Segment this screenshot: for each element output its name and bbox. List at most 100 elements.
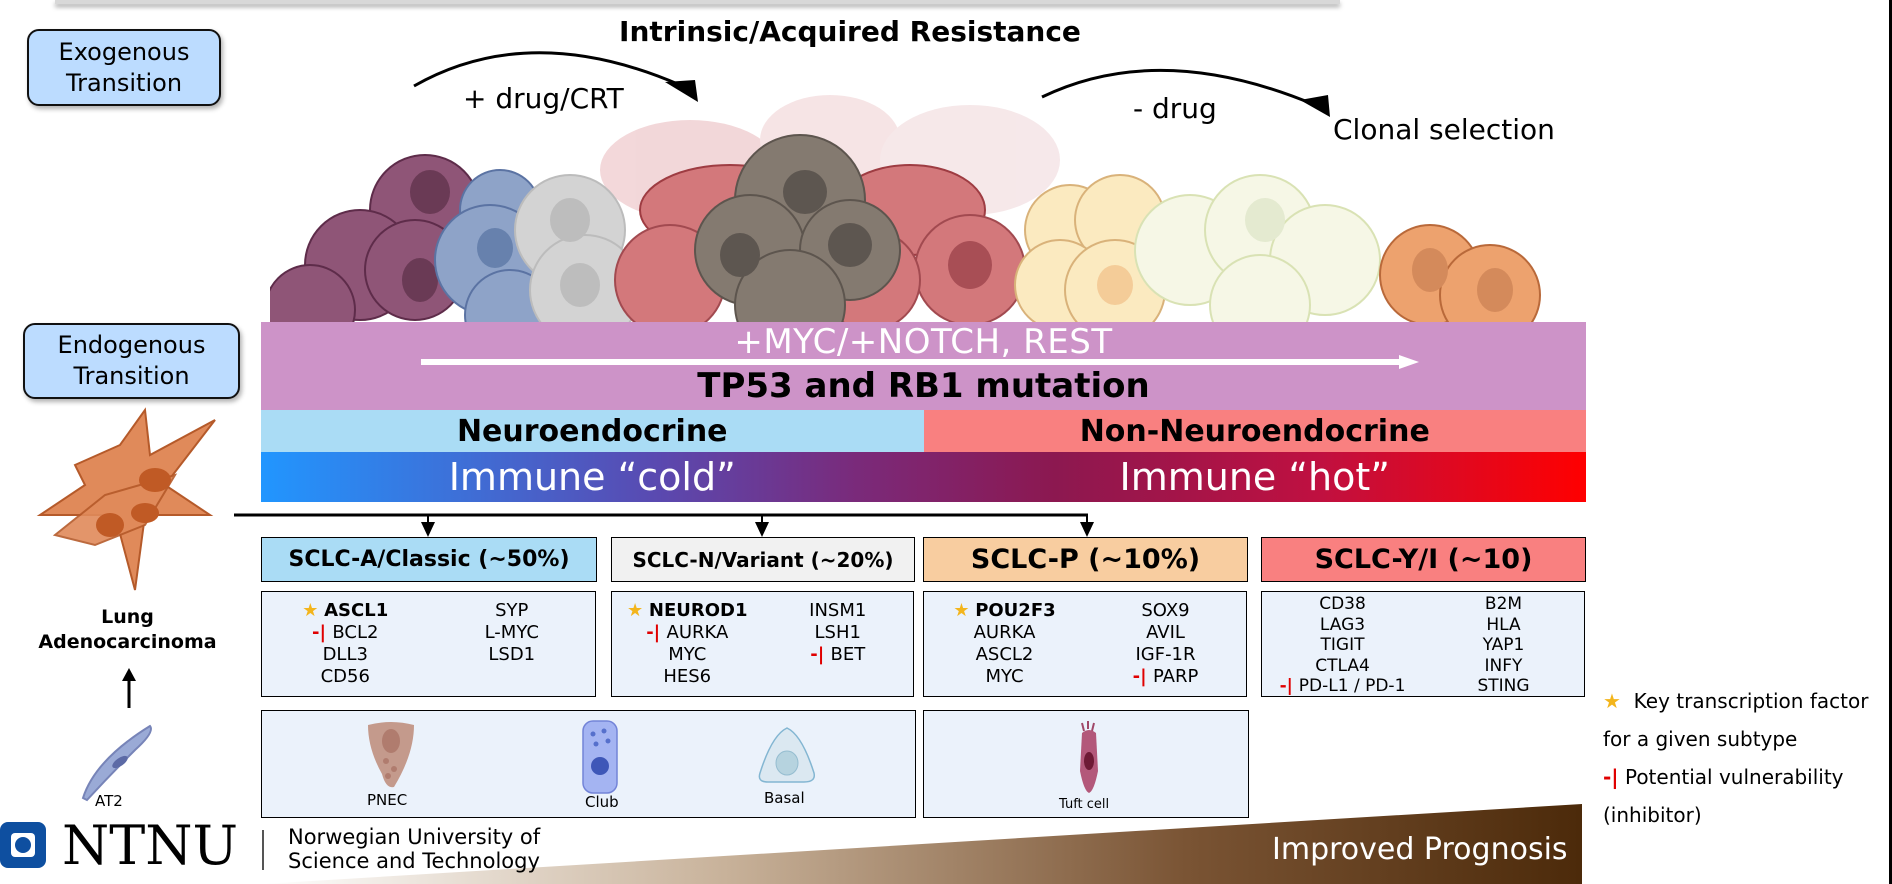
gene-item: LSD1 [429,644,596,666]
origin-label-line: Adenocarcinoma [38,631,217,653]
gene-name: AURKA [973,622,1036,643]
legend-key-line: Key transcription factor [1633,689,1869,713]
gene-item: AVIL [1085,622,1246,644]
university-name: Norwegian University of Science and Tech… [288,825,540,873]
gene-name: CTLA4 [1315,655,1370,676]
prognosis-wedge [262,804,1582,884]
gene-item: ★ POU2F3 [924,600,1085,622]
inhibitor-icon: -| [810,644,831,665]
subtype-header-a: SCLC-A/Classic (~50%) [261,537,597,582]
gene-name: SYP [495,600,529,621]
inhibitor-icon: -| [1603,765,1619,789]
gene-name: ASCL2 [975,644,1034,665]
page-title: Intrinsic/Acquired Resistance [619,15,1081,48]
gene-item: ASCL2 [924,644,1085,666]
drug-arrow-icon [413,51,698,102]
gene-name: AVIL [1146,622,1185,643]
gene-name: L-MYC [484,622,539,643]
gene-item: TIGIT [1262,635,1423,656]
gene-name: POU2F3 [975,600,1056,621]
gene-item: INSM1 [763,600,914,622]
origin-label-line: Lung [101,606,154,628]
brand-divider [262,830,264,870]
pill-line: Endogenous [57,331,206,359]
at2-cell-icon [81,724,152,802]
gene-name: IGF-1R [1135,644,1196,665]
gene-name: CD38 [1319,594,1366,614]
drivers-label: +MYC/+NOTCH, REST [734,322,1113,362]
inhibitor-icon: -| [646,622,667,643]
immune-cold-label: Immune “cold” [448,455,736,499]
gene-item: -| BCL2 [262,622,429,644]
tuft-cell-of-origin-box: Tuft cell [923,710,1249,818]
gene-name: BCL2 [332,622,379,643]
gene-name: SOX9 [1141,600,1190,621]
up-arrow-icon [122,668,136,708]
ntnu-logo-icon [0,822,46,868]
progression-arrow-icon [421,355,1419,369]
slide-right-edge [1889,0,1892,884]
gene-item: HES6 [612,666,763,688]
subtype-header-y: SCLC-Y/I (~10) [1261,537,1586,582]
clonal-selection-label: Clonal selection [1333,113,1555,146]
gene-name: LSH1 [814,622,861,643]
gene-item: CD56 [262,666,429,688]
gene-item: L-MYC [429,622,596,644]
inhibitor-icon: -| [1279,676,1299,696]
gene-name: ASCL1 [324,600,389,621]
immune-band: Immune “cold” Immune “hot” [261,452,1586,502]
pill-line: Transition [73,362,190,390]
inhibitor-icon: -| [312,622,333,643]
gene-name: PD-L1 / PD-1 [1298,676,1406,696]
gene-name: YAP1 [1482,635,1525,655]
gene-name: LSD1 [488,644,536,665]
legend-key-tf: ★ Key transcription factor [1603,682,1868,720]
gene-item: DLL3 [262,644,429,666]
gene-item: HLA [1423,615,1584,636]
gene-item: ★ ASCL1 [262,600,429,622]
legend-inhibitor: -| Potential vulnerability [1603,758,1868,796]
mutation-band: +MYC/+NOTCH, REST TP53 and RB1 mutation [261,322,1586,410]
gene-name: AURKA [666,622,729,643]
gene-name: DLL3 [322,644,368,665]
gene-name: BET [830,644,866,665]
subtype-header-n: SCLC-N/Variant (~20%) [611,537,915,582]
gene-name: LAG3 [1319,614,1366,635]
pill-line: Transition [65,68,183,97]
pnec-label: PNEC [367,791,408,809]
neuro-cells-of-origin-box: PNEC Club Basal [261,710,916,818]
gene-name: CD56 [320,666,370,687]
gene-name: B2M [1484,594,1523,614]
subtype-connector [234,513,1094,537]
gene-item: MYC [612,644,763,666]
exogenous-transition-pill: Exogenous Transition [27,29,221,106]
endogenous-transition-pill: Endogenous Transition [23,323,240,399]
lung-adenocarcinoma-cells-icon [36,407,216,591]
pnec-cell-icon [368,722,414,788]
gene-item: -| BET [763,644,914,666]
gene-item: LSH1 [763,622,914,644]
gene-name: MYC [668,644,707,665]
legend-key-line: for a given subtype [1603,727,1798,751]
gene-item: MYC [924,666,1085,688]
withdrawal-label: - drug [1133,92,1217,125]
gene-name: STING [1477,676,1530,696]
tumor-cells-illustration [270,95,1541,322]
gene-item: STING [1423,676,1584,697]
university-name-line: Norwegian University of [288,825,541,849]
gene-item: -| PARP [1085,666,1246,688]
origin-label: Lung Adenocarcinoma [20,605,235,655]
basal-label: Basal [764,789,805,807]
legend-inh-line: Potential vulnerability [1624,765,1844,789]
gene-item: IGF-1R [1085,644,1246,666]
